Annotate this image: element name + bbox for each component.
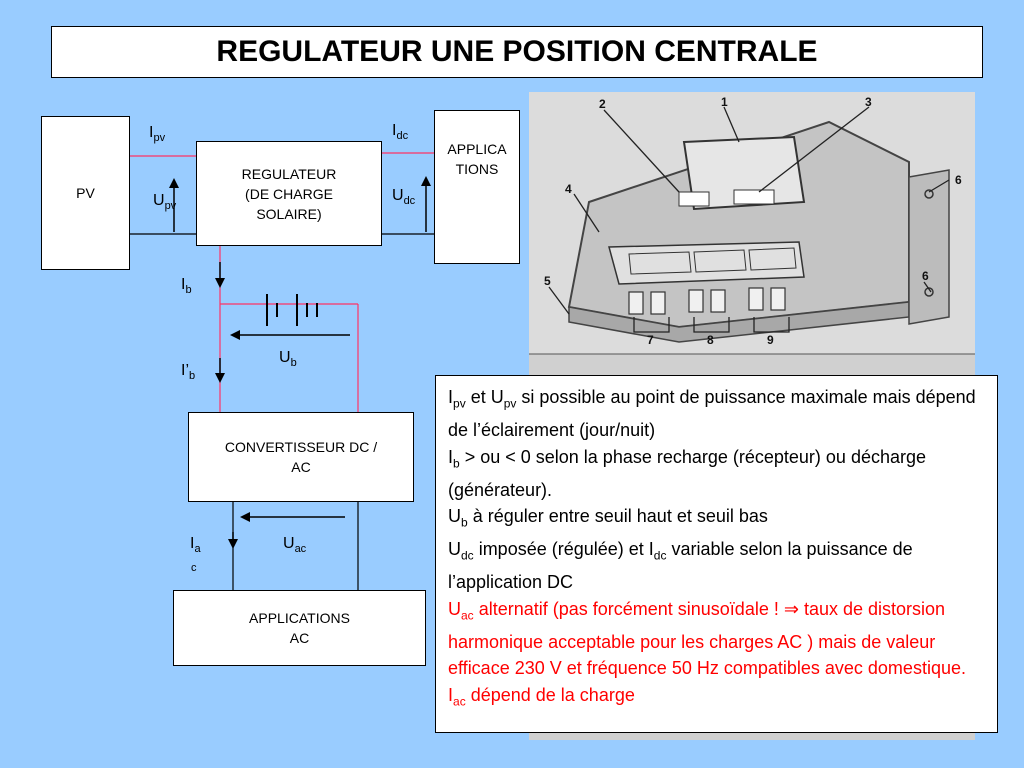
callout-9: 9 xyxy=(767,333,774,347)
note-iac: Iac dépend de la charge xyxy=(448,684,635,709)
callout-6a: 6 xyxy=(955,173,962,187)
label-ipb: I’b xyxy=(181,362,196,383)
notes-box: Ipv et Upv si possible au point de puiss… xyxy=(435,375,998,733)
title-box: REGULATEUR UNE POSITION CENTRALE xyxy=(51,26,983,78)
callout-5: 5 xyxy=(544,274,551,288)
pv-box: PV xyxy=(41,116,130,270)
note-uac: Uac alternatif (pas forcément sinusoïdal… xyxy=(448,598,966,679)
slide-title: REGULATEUR UNE POSITION CENTRALE xyxy=(216,35,818,68)
label-iac-c: c xyxy=(191,562,197,574)
regulator-label: REGULATEUR (DE CHARGE SOLAIRE) xyxy=(241,165,337,222)
label-ipv: Ipv xyxy=(149,124,166,145)
label-ib: Ib xyxy=(181,276,192,297)
note-udc-idc: Udc imposée (régulée) et Idc variable se… xyxy=(448,539,913,593)
converter-box: CONVERTISSEUR DC / AC xyxy=(188,412,414,502)
label-iac: Ia xyxy=(190,535,201,556)
note-ib: Ib > ou < 0 selon la phase recharge (réc… xyxy=(448,446,927,500)
regulator-box: REGULATEUR (DE CHARGE SOLAIRE) xyxy=(196,141,382,246)
pv-label: PV xyxy=(76,185,95,201)
note-ipv-upv: Ipv et Upv si possible au point de puiss… xyxy=(448,387,976,441)
note-ub: Ub à réguler entre seuil haut et seuil b… xyxy=(448,506,768,530)
converter-label: CONVERTISSEUR DC / AC xyxy=(224,439,378,475)
implies-arrow-icon: ⇒ xyxy=(783,598,799,619)
battery-symbol xyxy=(266,294,318,326)
callout-4: 4 xyxy=(565,182,572,196)
label-uac: Uac xyxy=(283,535,307,556)
applications-ac-box: APPLICATIONS AC xyxy=(173,590,426,666)
applications-ac-label: APPLICATIONS AC xyxy=(249,610,350,646)
callout-6b: 6 xyxy=(922,269,929,283)
applications-dc-box: APPLICA TIONS xyxy=(434,110,520,264)
applications-dc-label: APPLICA TIONS xyxy=(447,141,507,177)
label-udc: Udc xyxy=(392,187,416,208)
callout-7: 7 xyxy=(647,333,654,347)
label-idc: Idc xyxy=(392,122,409,143)
arrows xyxy=(169,176,431,549)
callout-8: 8 xyxy=(707,333,714,347)
label-ub: Ub xyxy=(279,349,297,370)
label-upv: Upv xyxy=(153,192,177,213)
callout-2: 2 xyxy=(599,97,606,111)
callout-3: 3 xyxy=(865,95,872,109)
callout-1: 1 xyxy=(721,95,728,109)
